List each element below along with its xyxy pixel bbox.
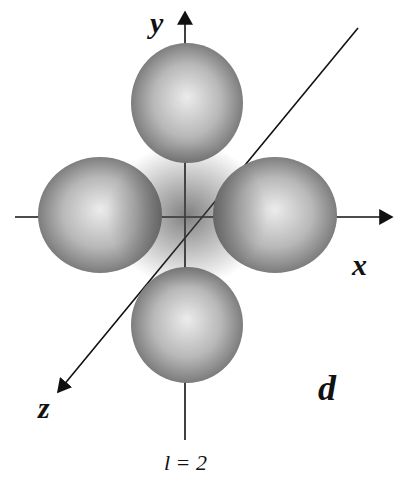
orbital-core [107,143,267,287]
axis-label: y [150,8,163,38]
caption: l = 2 [164,452,207,474]
axis-label: z [38,393,50,423]
axis-label: x [352,250,367,280]
orbital-label: d [318,370,336,406]
